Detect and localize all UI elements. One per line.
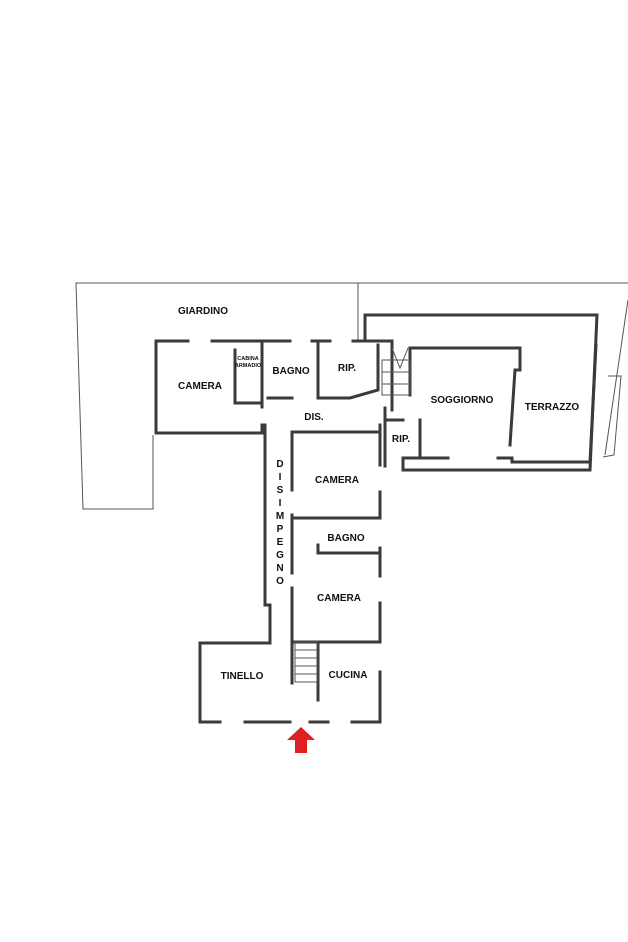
room-label-bagno-2: BAGNO (327, 533, 364, 544)
room-label-bagno: BAGNO (272, 366, 309, 377)
letter: P (277, 524, 284, 535)
letter: G (276, 550, 284, 561)
room-label-armadio: ARMADIO (235, 363, 262, 369)
walls (154, 339, 522, 724)
room-label-rip-2: RIP. (392, 434, 410, 445)
letter: O (276, 576, 284, 587)
letter: I (279, 498, 282, 509)
letter: N (276, 563, 283, 574)
room-label-camera: CAMERA (178, 381, 222, 392)
room-label-giardino: GIARDINO (178, 306, 228, 317)
room-label-disimpegno: D I S I M P E G N O (276, 459, 284, 587)
room-label-terrazzo: TERRAZZO (525, 402, 580, 413)
room-label-cabina: CABINA (237, 356, 258, 362)
room-label-soggiorno: SOGGIORNO (431, 395, 494, 406)
room-label-cucina: CUCINA (329, 670, 368, 681)
room-label-camera-3: CAMERA (317, 593, 361, 604)
letter: S (277, 485, 284, 496)
terrace-walls (363, 313, 599, 472)
room-label-dis: DIS. (304, 412, 324, 423)
letter: E (277, 537, 284, 548)
entrance-arrow-icon (287, 727, 315, 753)
stairs-south (294, 641, 318, 683)
room-label-camera-2: CAMERA (315, 475, 359, 486)
letter: M (276, 511, 284, 522)
garden-boundary (75, 282, 628, 510)
room-label-tinello: TINELLO (221, 671, 264, 682)
room-label-rip: RIP. (338, 363, 356, 374)
stairs-north (381, 347, 411, 396)
letter: D (276, 459, 283, 470)
letter: I (279, 472, 282, 483)
